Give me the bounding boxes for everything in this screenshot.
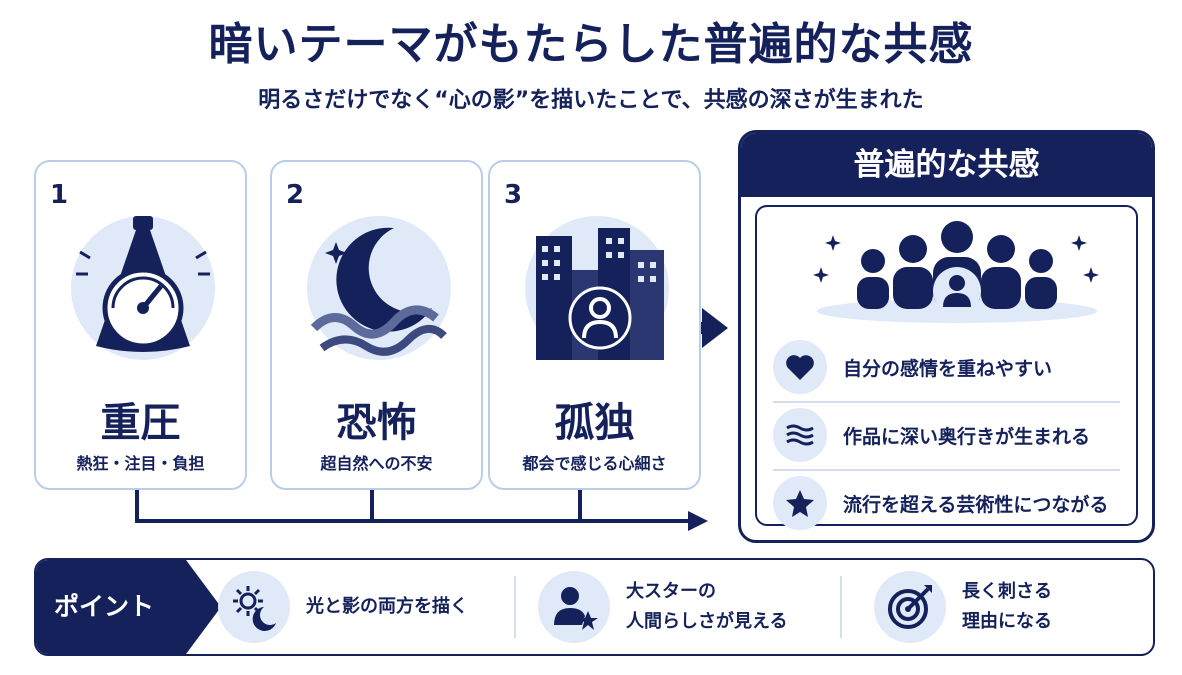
card-title: 恐怖 — [336, 400, 417, 446]
point-bar: ポイント 光と影の両方を描く 大スターの 人間らしさが見える — [34, 558, 1155, 656]
heart-icon — [773, 340, 827, 394]
factor-card-pressure: 1 重圧 熱狂・注目・負担 — [34, 160, 247, 490]
result-title: 普遍的な共感 — [741, 133, 1152, 197]
page-title: 暗いテーマがもたらした普遍的な共感 — [208, 19, 974, 70]
point-text: 大スターの 人間らしさが見える — [626, 581, 788, 632]
card-description: 都会で感じる心細さ — [522, 454, 667, 473]
page-subtitle: 明るさだけでなく“心の影”を描いたことで、共感の深さが生まれた — [258, 88, 924, 113]
card-number: 2 — [286, 180, 305, 210]
flow-arrowhead — [688, 511, 708, 531]
result-panel: 普遍的な共感 自分の感情を重ね — [738, 130, 1155, 543]
person-star-icon — [538, 571, 610, 643]
result-body: 自分の感情を重ねやすい 作品に深い奥行きが生まれる 流行を超える芸術性につながる — [755, 205, 1138, 530]
city-person-icon — [525, 216, 669, 360]
waves-icon — [773, 408, 827, 462]
point-item: 長く刺さる 理由になる — [874, 560, 1052, 654]
card-title: 孤独 — [554, 400, 635, 446]
target-icon — [874, 571, 946, 643]
star-icon — [773, 476, 827, 530]
benefit-text: 流行を超える芸術性につながる — [843, 493, 1109, 516]
factor-card-fear: 2 恐怖 超自然への不安 — [270, 160, 483, 490]
card-number: 1 — [50, 180, 69, 210]
card-description: 超自然への不安 — [320, 454, 433, 473]
card-number: 3 — [504, 180, 523, 210]
divider — [773, 469, 1120, 471]
crescent-moon-icon — [307, 216, 451, 360]
divider — [773, 401, 1120, 403]
benefit-item: 自分の感情を重ねやすい — [773, 335, 1120, 399]
divider — [840, 576, 842, 638]
pressure-gauge-icon — [71, 216, 215, 360]
benefit-item: 作品に深い奥行きが生まれる — [773, 403, 1120, 467]
card-description: 熱狂・注目・負担 — [76, 454, 205, 473]
point-text: 長く刺さる 理由になる — [962, 581, 1052, 632]
point-item: 大スターの 人間らしさが見える — [538, 560, 787, 654]
point-text: 光と影の両方を描く — [306, 596, 468, 617]
card-title: 重圧 — [100, 400, 181, 446]
point-label: ポイント — [54, 592, 155, 621]
factor-card-loneliness: 3 孤独 都会で感じる心細さ — [488, 160, 701, 490]
benefit-text: 自分の感情を重ねやすい — [843, 357, 1053, 380]
people-group-icon — [813, 221, 1099, 323]
divider — [514, 576, 516, 638]
point-item: 光と影の両方を描く — [218, 560, 468, 654]
point-tag — [36, 560, 221, 654]
benefit-text: 作品に深い奥行きが生まれる — [843, 425, 1091, 448]
benefit-item: 流行を超える芸術性につながる — [773, 471, 1120, 535]
sun-moon-icon — [218, 571, 290, 643]
